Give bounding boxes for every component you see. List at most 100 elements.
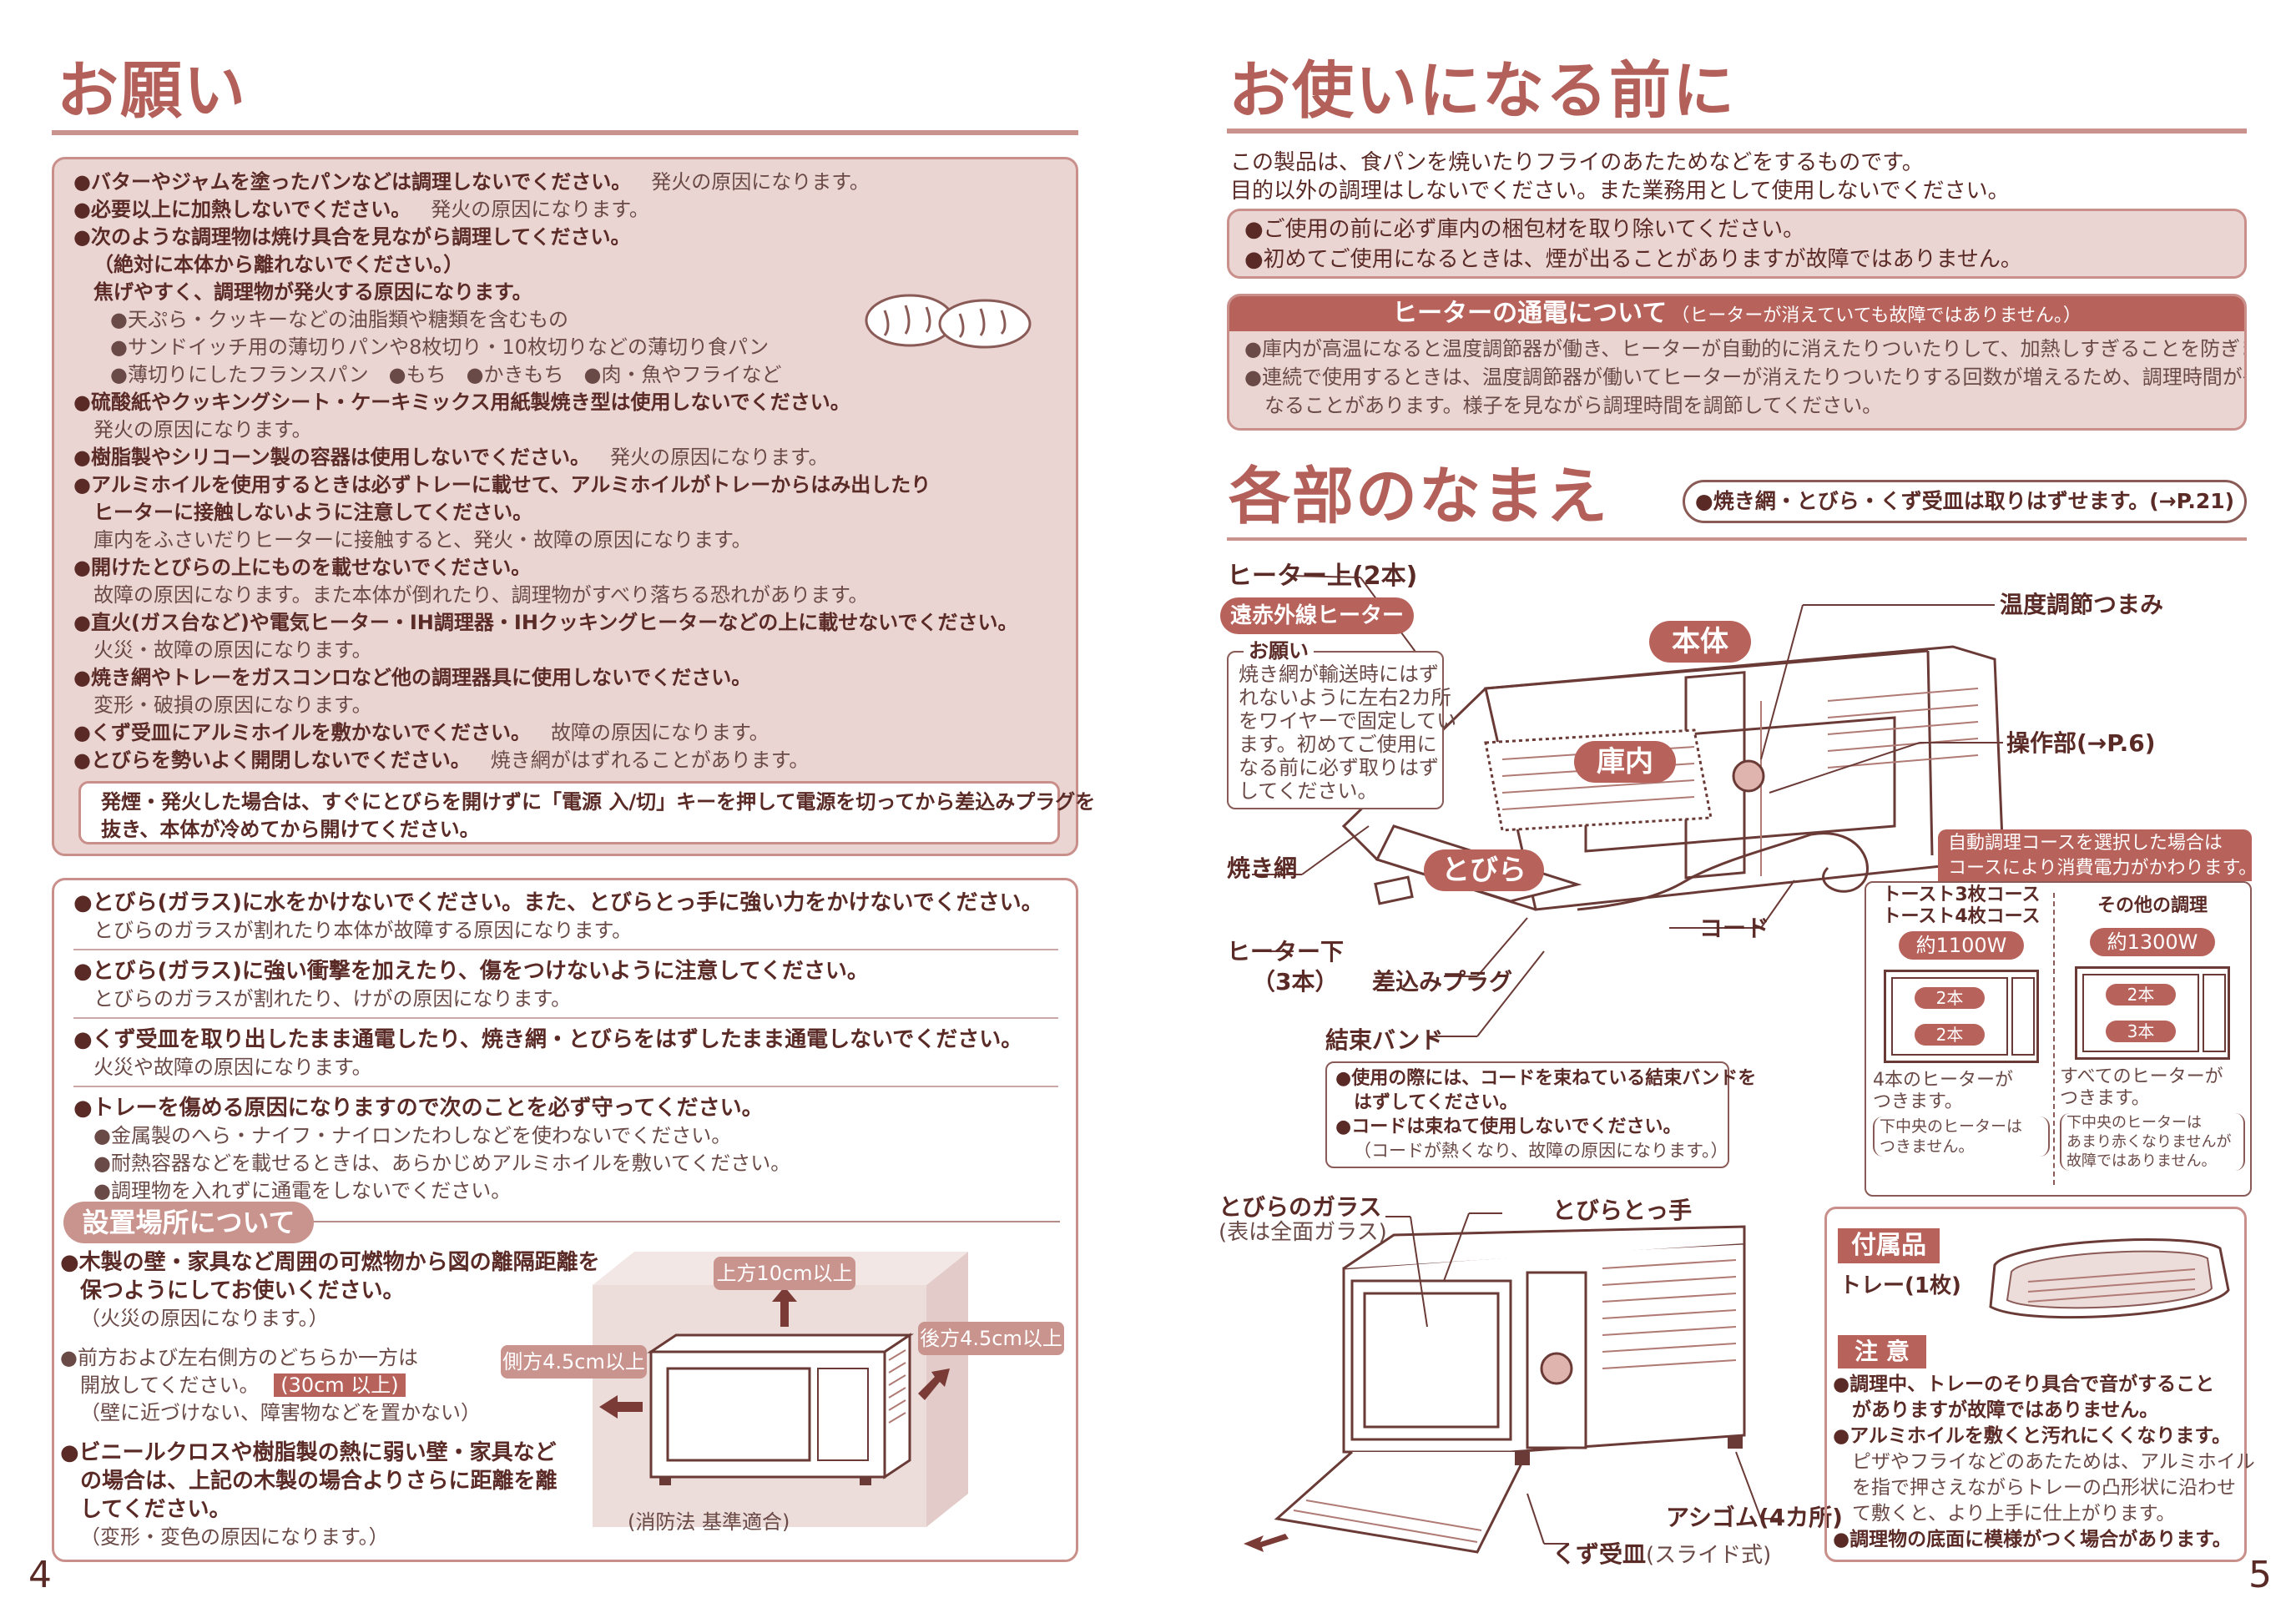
- warning-text: ●硫酸紙やクッキングシート・ケーキミックス用紙製焼き型は使用しないでください。: [73, 391, 850, 414]
- label-door-glass-sub: (表は全面ガラス): [1219, 1220, 1387, 1245]
- warning-text: ●樹脂製やシリコーン製の容器は使用しないでください。: [73, 446, 591, 469]
- parts-note: ●焼き網・とびら・くず受皿は取りはずせます。(→P.21): [1683, 480, 2247, 523]
- label-heater-bottom: ヒーター下: [1227, 938, 1345, 965]
- accessory-box: [1824, 1207, 2247, 1562]
- page-number-left: 4: [28, 1554, 52, 1596]
- warning-text: ●必要以上に加熱しないでください。: [73, 198, 411, 221]
- install-rule: [309, 1221, 1060, 1222]
- mini-oven-toast: 2本 2本: [1884, 970, 2039, 1063]
- power-panel-header: 自動調理コースを選択した場合は コースにより消費電力がかわります。: [1938, 829, 2257, 881]
- label-crumb-tray: くず受皿(スライド式): [1552, 1540, 1772, 1568]
- food-item: ●天ぷら・クッキーなどの油脂類や糖類を含むもの: [110, 308, 568, 331]
- warning-reason: とびらのガラスが割れたり、けがの原因になります。: [93, 987, 572, 1011]
- clearance-top-label: 上方10cm以上: [714, 1257, 855, 1290]
- warning-reason: 発火の原因になります。: [431, 198, 649, 221]
- label-door-glass: とびらのガラス: [1219, 1193, 1382, 1221]
- separator: [73, 1017, 1058, 1019]
- warning-reason: 発火の原因になります。: [93, 418, 312, 441]
- label-heater-top: ヒーター上(2本): [1227, 562, 1418, 591]
- installation-diagram: [593, 1252, 968, 1527]
- parts-title: 各部のなまえ: [1229, 461, 1609, 532]
- page-number-right: 5: [2248, 1554, 2272, 1596]
- warning-text: ●直火(ガス台など)や電気ヒーター・IH調理器・IHクッキングヒーターなどの上に…: [73, 611, 1018, 634]
- warning-item-cont: ヒーターに接触しないように注意してください。: [73, 499, 1058, 527]
- install-text: ●木製の壁・家具など周囲の可燃物から図の離隔距離を 保つようにしてお使いください…: [60, 1250, 600, 1549]
- intro-text: この製品は、食パンを焼いたりフライのあたためなどをするものです。 目的以外の調理…: [1230, 150, 2010, 204]
- band-note-box: ●使用の際には、コードを束ねている結束バンドを はずしてください。 ●コードは束…: [1325, 1061, 1756, 1168]
- food-item: ●薄切りにしたフランスパン ●もち ●かきもち ●肉・魚やフライなど: [110, 363, 782, 386]
- caution-line: 焦げやすく、調理物が発火する原因になります。: [93, 280, 532, 304]
- label-heater-bottom-count: （3本）: [1252, 968, 1339, 995]
- warning-text: ヒーターに接触しないように注意してください。: [93, 501, 533, 524]
- label-band: 結束バンド: [1325, 1026, 1444, 1054]
- smoke-fire-note: 発煙・発火した場合は、すぐにとびらを開けずに「電源 入/切」キーを押して電源を切…: [78, 781, 1095, 844]
- warning-item: ●直火(ガス台など)や電気ヒーター・IH調理器・IHクッキングヒーターなどの上に…: [73, 609, 1058, 637]
- title-rule-left: [52, 130, 1078, 135]
- tray-rule: ●調理物を入れずに通電をしないでください。: [93, 1179, 512, 1202]
- label-tray: トレー(1枚): [1839, 1273, 1961, 1298]
- warning-list-top: ●バターやジャムを塗ったパンなどは調理しないでください。発火の原因になります。●…: [73, 169, 1058, 774]
- warning-item: ●とびら(ガラス)に強い衝撃を加えたり、傷をつけないように注意してください。: [73, 959, 869, 984]
- warning-text: ●開けたとびらの上にものを載せないでください。: [73, 556, 532, 579]
- warning-item: ●開けたとびらの上にものを載せないでください。: [73, 554, 1058, 582]
- warning-reason: 庫内をふさいだりヒーターに接触すると、発火・故障の原因になります。: [93, 528, 752, 552]
- warning-box-bottom: [52, 878, 1078, 1562]
- warning-item: ●くず受皿を取り出したまま通電したり、焼き網・とびらをはずしたまま通電しないでく…: [73, 1027, 1023, 1052]
- heater-box: ヒーターの通電について （ヒーターが消えていても故障ではありません。） ●庫内が…: [1227, 294, 2247, 431]
- tray-rule: ●耐熱容器などを載せるときは、あらかじめアルミホイルを敷いてください。: [93, 1152, 791, 1175]
- page-title-left: お願い: [57, 55, 247, 127]
- label-control-panel: 操作部(→P.6): [2006, 729, 2156, 757]
- label-door: とびら: [1424, 849, 1544, 891]
- title-rule-right: [1227, 129, 2247, 134]
- before-use-box: ●ご使用の前に必ず庫内の梱包材を取り除いてください。 ●初めてご使用になるときは…: [1227, 209, 2247, 279]
- warning-box-top: [52, 157, 1078, 856]
- warning-reason: 発火の原因になります。: [610, 446, 829, 469]
- warning-item: ●次のような調理物は焼け具合を見ながら調理してください。: [73, 224, 1058, 251]
- warning-list-bottom: ●とびら(ガラス)に水をかけないでください。また、とびらとっ手に強い力をかけない…: [73, 890, 1058, 1205]
- heater-box-header: ヒーターの通電について （ヒーターが消えていても故障ではありません。）: [1229, 296, 2244, 331]
- caution-line: がありますが故障ではありません。: [1833, 1399, 2159, 1421]
- bread-illustration: [865, 294, 1032, 349]
- caution-list: ●調理中、トレーのそり具合で音がすること がありますが故障ではありません。●アル…: [1833, 1372, 2255, 1553]
- power-col-other: その他の調理 約1300W 2本 3本 すべてのヒーターが つきます。 下中央の…: [2060, 885, 2245, 1171]
- food-item: ●サンドイッチ用の薄切りパンや8枚切り・10枚切りなどの薄切り食パン: [110, 335, 770, 359]
- power-panel: [1865, 881, 2252, 1197]
- warning-item: ●バターやジャムを塗ったパンなどは調理しないでください。発火の原因になります。: [73, 169, 1058, 196]
- warning-text: ●焼き網やトレーをガスコンロなど他の調理器具に使用しないでください。: [73, 666, 752, 689]
- oven-front-diagram: [1244, 1212, 1778, 1554]
- warning-item: ●必要以上に加熱しないでください。発火の原因になります。: [73, 196, 1058, 224]
- label-body: 本体: [1649, 621, 1751, 663]
- warning-reason: 火災や故障の原因になります。: [93, 1056, 372, 1079]
- warning-reason: とびらのガラスが割れたり本体が故障する原因になります。: [93, 919, 633, 942]
- distance-highlight: (30cm 以上): [274, 1374, 406, 1397]
- label-cord: コード: [1699, 915, 1770, 942]
- warning-text: ●くず受皿にアルミホイルを敷かないでください。: [73, 721, 531, 744]
- warning-reason: 変形・破損の原因になります。: [93, 693, 372, 717]
- label-far-infrared-heater: 遠赤外線ヒーター: [1220, 597, 1414, 634]
- warning-text: ●アルミホイルを使用するときは必ずトレーに載せて、アルミホイルがトレーからはみ出…: [73, 473, 931, 496]
- page-title-right: お使いになる前に: [1229, 55, 1736, 127]
- caution-line: （絶対に本体から離れないでください。）: [93, 253, 464, 276]
- tray-illustration: [1989, 1238, 2230, 1319]
- caution-title: 注 意: [1838, 1335, 1926, 1368]
- clearance-rear-label: 後方4.5cm以上: [918, 1322, 1064, 1355]
- power-divider: [2053, 893, 2055, 1185]
- caution-line: を指で押さえながらトレーの凸形状に沿わせ: [1833, 1477, 2236, 1499]
- wattage-other: 約1300W: [2090, 928, 2215, 956]
- caution-line: ●調理中、トレーのそり具合で音がすること: [1833, 1374, 2215, 1395]
- warning-reason: 故障の原因になります。また本体が倒れたり、調理物がすべり落ちる恐れがあります。: [93, 583, 869, 607]
- fire-law-note: (消防法 基準適合): [628, 1510, 790, 1534]
- power-col-toast: トースト3枚コース トースト4枚コース 約1100W 2本 2本 4本のヒーター…: [1873, 885, 2050, 1157]
- separator: [73, 949, 1058, 950]
- warning-reason: 火災・故障の原因になります。: [93, 638, 372, 662]
- warning-item: ●くず受皿にアルミホイルを敷かないでください。故障の原因になります。: [73, 719, 1058, 747]
- warning-reason: 焼き網がはずれることがあります。: [490, 748, 810, 772]
- warning-text: ●とびらを勢いよく開閉しないでください。: [73, 748, 471, 772]
- label-rack: 焼き網: [1227, 854, 1298, 882]
- label-inside: 庫内: [1574, 741, 1676, 783]
- wattage-toast: 約1100W: [1899, 931, 2024, 960]
- caution-line: ●調理物の底面に模様がつく場合があります。: [1833, 1529, 2232, 1550]
- separator: [73, 1086, 1058, 1087]
- warning-reason: 故障の原因になります。: [550, 721, 770, 744]
- warning-item: ●硫酸紙やクッキングシート・ケーキミックス用紙製焼き型は使用しないでください。: [73, 389, 1058, 416]
